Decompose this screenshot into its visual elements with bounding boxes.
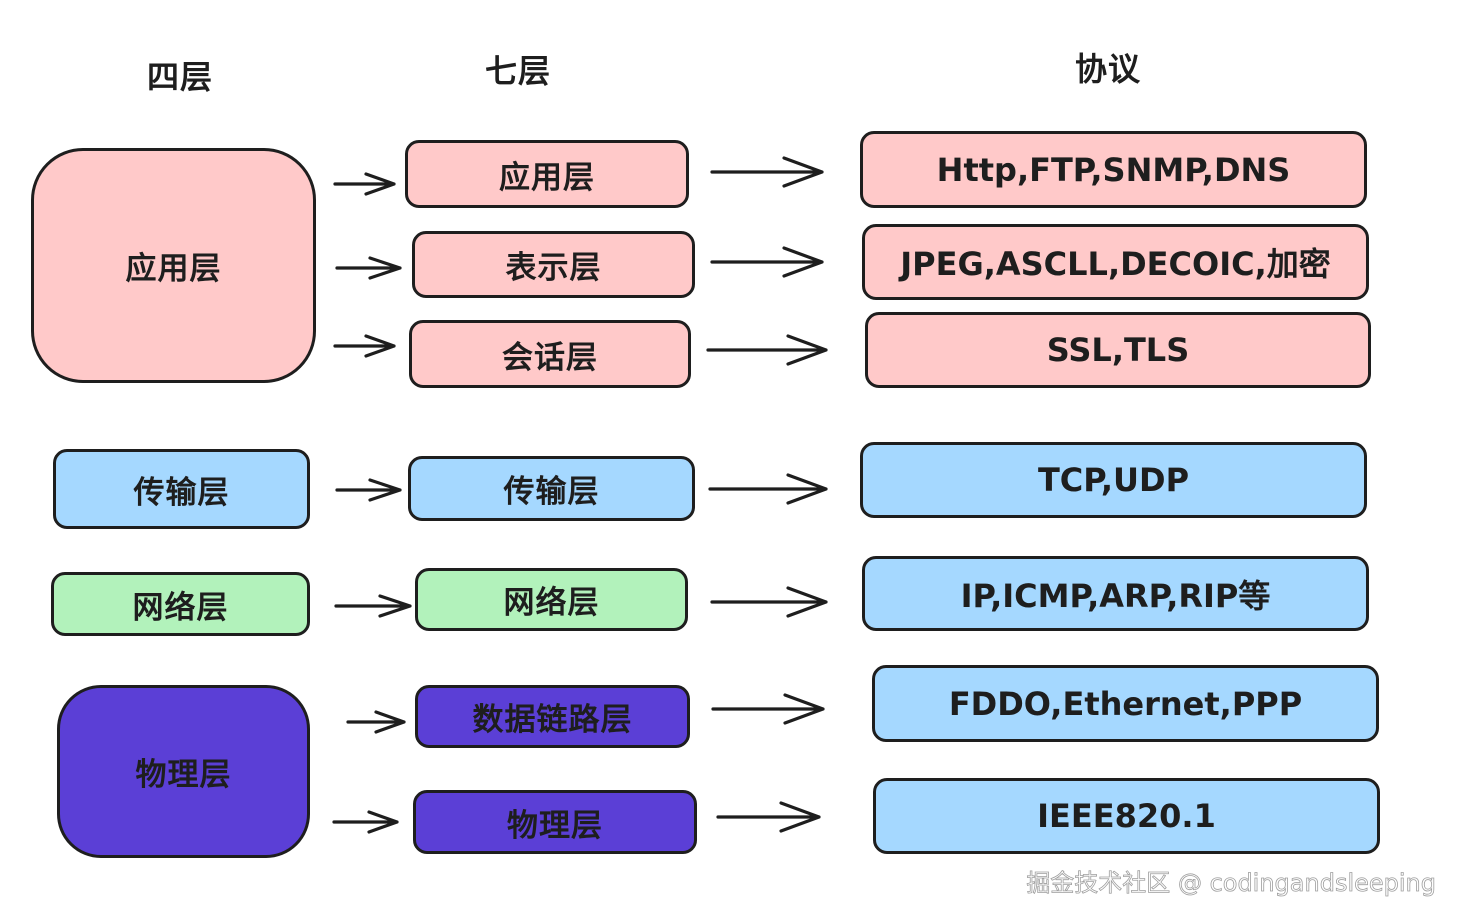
- arrow-icon: [332, 810, 399, 834]
- protocol-application-label: Http,FTP,SNMP,DNS: [936, 150, 1291, 189]
- seven-layer-presentation-box: 表示层: [412, 231, 695, 298]
- four-layer-transport-box: 传输层: [53, 449, 310, 529]
- seven-layer-application-box: 应用层: [405, 140, 689, 208]
- arrow-icon: [710, 156, 824, 188]
- arrow-icon: [710, 586, 828, 618]
- seven-layer-header: 七层: [484, 52, 552, 90]
- four-layer-header: 四层: [146, 58, 214, 96]
- arrow-icon: [333, 172, 396, 196]
- seven-layer-application-label: 应用层: [499, 159, 595, 196]
- four-layer-transport-label: 传输层: [133, 474, 230, 511]
- protocol-presentation-label: JPEG,ASCLL,DECOIC,加密: [900, 245, 1331, 283]
- four-layer-application-label: 应用层: [125, 251, 222, 287]
- protocol-physical-box: IEEE820.1: [873, 778, 1380, 854]
- four-layer-application-box: 应用层: [31, 148, 316, 383]
- four-layer-physical-label: 物理层: [135, 757, 232, 793]
- seven-layer-data-link-label: 数据链路层: [472, 702, 633, 738]
- seven-layer-network-box: 网络层: [415, 568, 688, 631]
- seven-layer-physical-box: 物理层: [413, 790, 697, 854]
- arrow-icon: [335, 256, 402, 280]
- arrow-icon: [706, 334, 828, 366]
- seven-layer-presentation-label: 表示层: [505, 250, 602, 286]
- protocol-application-box: Http,FTP,SNMP,DNS: [860, 131, 1367, 208]
- arrow-icon: [346, 710, 406, 734]
- protocol-presentation-box: JPEG,ASCLL,DECOIC,加密: [862, 224, 1369, 300]
- watermark-text: 掘金技术社区 @ codingandsleeping: [1026, 869, 1436, 898]
- seven-layer-session-box: 会话层: [409, 320, 691, 388]
- seven-layer-transport-box: 传输层: [408, 456, 695, 521]
- arrow-icon: [711, 693, 825, 725]
- arrow-icon: [710, 246, 824, 278]
- protocol-physical-label: IEEE820.1: [1037, 797, 1216, 835]
- arrow-icon: [708, 473, 828, 505]
- protocol-header: 协议: [1074, 50, 1142, 88]
- protocol-transport-label: TCP,UDP: [1037, 461, 1190, 499]
- four-layer-network-label: 网络层: [132, 589, 229, 626]
- arrow-icon: [335, 478, 402, 502]
- arrow-icon: [334, 594, 412, 618]
- four-layer-network-box: 网络层: [51, 572, 310, 636]
- four-layer-physical-box: 物理层: [57, 685, 310, 858]
- protocol-session-label: SSL,TLS: [1046, 331, 1190, 369]
- protocol-data-link-label: FDDO,Ethernet,PPP: [948, 684, 1303, 723]
- arrow-icon: [716, 801, 821, 833]
- seven-layer-transport-label: 传输层: [503, 474, 600, 510]
- seven-layer-network-label: 网络层: [503, 585, 600, 621]
- protocol-network-label: IP,ICMP,ARP,RIP等: [960, 576, 1271, 615]
- protocol-data-link-box: FDDO,Ethernet,PPP: [872, 665, 1379, 742]
- seven-layer-data-link-box: 数据链路层: [415, 685, 690, 748]
- arrow-icon: [333, 334, 396, 358]
- seven-layer-session-label: 会话层: [502, 339, 598, 376]
- protocol-session-box: SSL,TLS: [865, 312, 1371, 388]
- protocol-network-box: IP,ICMP,ARP,RIP等: [862, 556, 1369, 631]
- seven-layer-physical-label: 物理层: [507, 807, 603, 844]
- protocol-transport-box: TCP,UDP: [860, 442, 1367, 518]
